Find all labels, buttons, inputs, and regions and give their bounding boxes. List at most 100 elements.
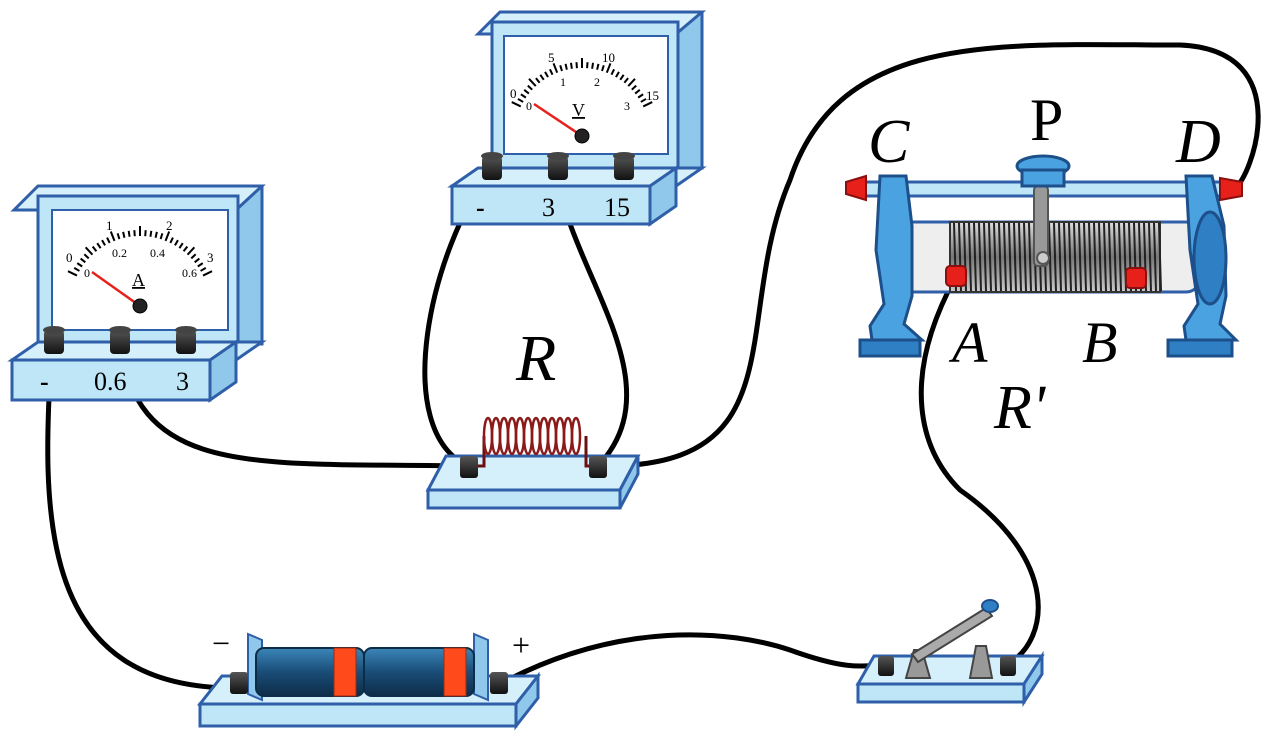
dial-tick bbox=[202, 270, 213, 277]
voltmeter-outer-label-0: 0 bbox=[510, 86, 517, 101]
dial-tick bbox=[101, 239, 106, 246]
voltmeter-label-neg: - bbox=[476, 193, 485, 222]
dial-tick bbox=[564, 63, 568, 70]
dial-tick bbox=[535, 77, 541, 84]
battery-terminal-pos[interactable] bbox=[490, 672, 508, 694]
dial-tick bbox=[186, 246, 196, 256]
resistor-label: R bbox=[515, 322, 556, 395]
dial-tick bbox=[552, 63, 559, 74]
rheostat-left-bracket bbox=[868, 174, 926, 342]
dial-tick bbox=[596, 63, 600, 70]
rheostat-slider-contact bbox=[1036, 251, 1050, 265]
rheostat-winding bbox=[1083, 222, 1087, 292]
rheostat-label-b: B bbox=[1082, 310, 1117, 375]
dial-tick bbox=[619, 74, 625, 81]
dial-tick bbox=[197, 262, 204, 268]
dial-tick bbox=[178, 242, 184, 249]
ammeter-needle bbox=[91, 270, 141, 308]
ammeter-ticks bbox=[67, 226, 213, 277]
voltmeter-inner-label-1: 1 bbox=[560, 75, 566, 89]
rheostat-winding bbox=[1118, 222, 1122, 292]
switch bbox=[855, 599, 1045, 708]
voltmeter-base-side bbox=[648, 165, 678, 227]
dial-tick bbox=[517, 98, 524, 103]
dial-tick bbox=[520, 93, 527, 99]
voltmeter-inner-label-2: 2 bbox=[594, 75, 600, 89]
dial-tick bbox=[194, 257, 200, 264]
ammeter-base-side bbox=[208, 339, 238, 403]
switch-blade[interactable] bbox=[910, 606, 994, 664]
wire-battery-switch bbox=[497, 632, 889, 687]
switch-handle[interactable] bbox=[981, 599, 999, 613]
voltmeter-inner-label-0: 0 bbox=[526, 99, 532, 113]
switch-base-front bbox=[856, 682, 1026, 704]
rheostat-slider-body[interactable] bbox=[1020, 168, 1066, 188]
ammeter-terminal-neg[interactable] bbox=[43, 326, 65, 354]
ammeter-outer-label-3: 3 bbox=[207, 250, 214, 265]
ammeter-terminal-0-6[interactable] bbox=[109, 326, 131, 354]
rheostat-winding bbox=[1103, 222, 1107, 292]
resistor-terminal-right[interactable] bbox=[589, 456, 607, 478]
ammeter-terminal-3[interactable] bbox=[175, 326, 197, 354]
ammeter-pivot bbox=[132, 298, 148, 314]
voltmeter-ticks bbox=[511, 58, 653, 108]
dial-tick bbox=[190, 253, 197, 260]
dial-tick bbox=[539, 74, 545, 81]
rheostat-winding bbox=[1018, 222, 1022, 292]
ammeter-inner-label-0: 0 bbox=[84, 266, 90, 280]
switch-contact-post bbox=[968, 645, 994, 679]
dial-tick bbox=[96, 242, 102, 249]
resistor-base-front bbox=[426, 488, 622, 510]
wire-rheostat-a-switch bbox=[918, 275, 1041, 667]
rheostat-winding bbox=[1058, 222, 1062, 292]
rheostat-winding bbox=[1148, 222, 1152, 292]
voltmeter-unit: V bbox=[572, 100, 585, 120]
voltmeter-terminal-neg[interactable] bbox=[481, 152, 503, 180]
resistor-terminal-left[interactable] bbox=[460, 456, 478, 478]
rheostat-label-c: C bbox=[868, 108, 910, 176]
rheostat-winding bbox=[1098, 222, 1102, 292]
switch-base-side bbox=[1022, 650, 1044, 708]
voltmeter-label-15: 15 bbox=[604, 193, 630, 222]
rheostat-winding bbox=[1023, 222, 1027, 292]
switch-terminal-left[interactable] bbox=[878, 656, 894, 676]
rheostat-winding bbox=[993, 222, 997, 292]
dial-tick bbox=[640, 98, 647, 103]
voltmeter-outer-label-3: 15 bbox=[646, 88, 659, 103]
resistor-coil bbox=[482, 416, 582, 456]
voltmeter-terminal-15[interactable] bbox=[613, 152, 635, 180]
dial-tick bbox=[83, 253, 90, 260]
ammeter-outer-label-2: 2 bbox=[166, 218, 173, 233]
rheostat-winding bbox=[1013, 222, 1017, 292]
rheostat-winding bbox=[1088, 222, 1092, 292]
dial-tick bbox=[549, 68, 554, 76]
dial-tick bbox=[164, 231, 171, 242]
rheostat-winding bbox=[973, 222, 977, 292]
ammeter-outer-label-0: 0 bbox=[66, 250, 73, 265]
battery-label-neg: − bbox=[212, 625, 230, 661]
rheostat-terminal-c[interactable] bbox=[845, 174, 867, 202]
ammeter-inner-label-2: 0.4 bbox=[150, 246, 165, 260]
rheostat-terminal-d[interactable] bbox=[1219, 176, 1243, 202]
ammeter-outer-label-1: 1 bbox=[106, 218, 113, 233]
dial-tick bbox=[528, 78, 537, 87]
switch-terminal-right[interactable] bbox=[1000, 656, 1016, 676]
dial-tick bbox=[122, 231, 126, 238]
dial-tick bbox=[109, 231, 116, 242]
rheostat-terminal-b[interactable] bbox=[1125, 267, 1147, 289]
voltmeter-needle bbox=[533, 102, 583, 138]
dial-tick bbox=[642, 101, 653, 108]
rheostat-label-a: A bbox=[948, 310, 988, 375]
dial-tick bbox=[67, 270, 78, 277]
ammeter-label-neg: - bbox=[40, 367, 49, 396]
rheostat-terminal-a[interactable] bbox=[945, 265, 967, 287]
ammeter-inner-label-3: 0.6 bbox=[182, 266, 197, 280]
rheostat-winding bbox=[1073, 222, 1077, 292]
voltmeter-pivot bbox=[574, 128, 590, 144]
dial-tick bbox=[601, 64, 605, 72]
battery-terminal-neg[interactable] bbox=[230, 672, 248, 694]
dial-tick bbox=[637, 93, 644, 99]
rheostat-winding bbox=[1153, 222, 1157, 292]
dial-tick bbox=[511, 101, 522, 108]
voltmeter-terminal-3[interactable] bbox=[547, 152, 569, 180]
